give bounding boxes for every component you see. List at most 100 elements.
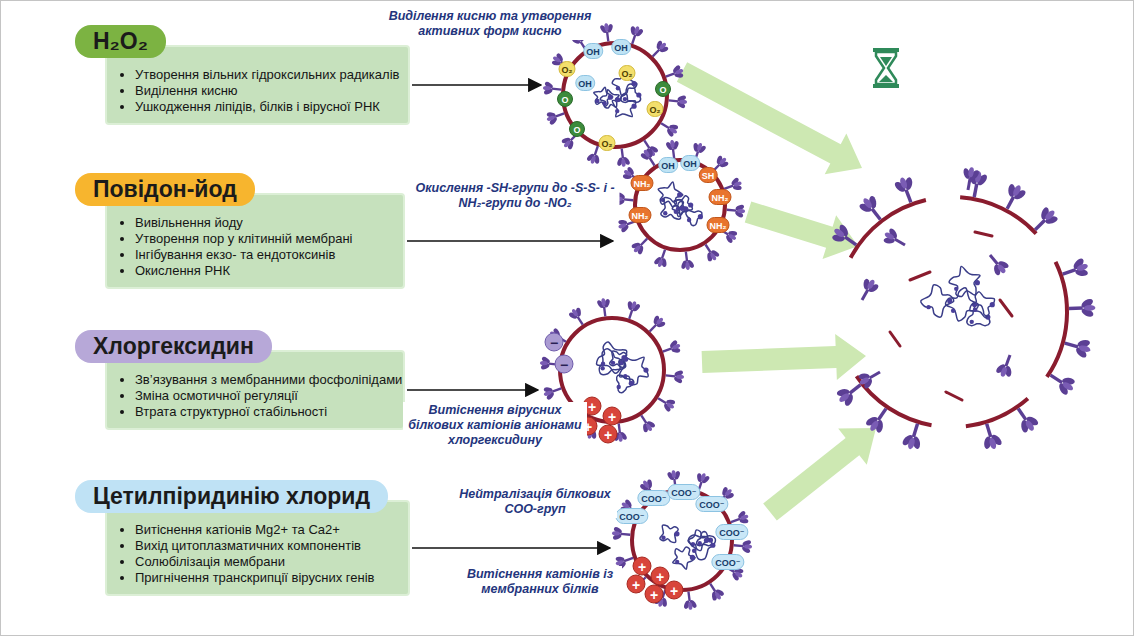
virus-envelope [632, 490, 732, 590]
spike-stem [878, 409, 886, 420]
rna-bead [698, 541, 702, 545]
spike-petal [696, 142, 702, 151]
spike-stem [710, 584, 715, 592]
spike-petal [642, 480, 650, 489]
spike-stem [845, 237, 856, 245]
rna-bead [973, 307, 977, 311]
virus-particle: COO⁻COO⁻COO⁻COO⁻COO⁻COO⁻+++++ [612, 470, 752, 610]
chemical-group: COO⁻ [715, 524, 748, 540]
spike-petal [1044, 209, 1056, 221]
agent-box: ХлоргексидинЗв’язування з мембранними фо… [105, 350, 405, 430]
chemical-group: OH [583, 43, 603, 59]
spike-petal [633, 245, 642, 254]
rna-bead [990, 302, 995, 307]
spike-stem [1007, 197, 1014, 209]
mechanism-item: Витіснення катіонів Mg2+ та Ca2+ [135, 522, 398, 538]
spike-stem [632, 35, 635, 44]
virus-core [563, 43, 667, 147]
connector-arrow [407, 240, 613, 242]
flow-arrow [756, 410, 891, 530]
spike-stem [990, 255, 998, 264]
spike-protein [665, 368, 685, 385]
spike-petal [869, 419, 880, 432]
spike-stem [595, 146, 598, 155]
spike-petal [996, 263, 1006, 274]
spike-petal [709, 252, 717, 261]
rna-strand [689, 535, 716, 560]
spike-protein [638, 136, 660, 159]
spike-stem [1065, 343, 1078, 347]
edge-label: Окислення -SH-групи до -S-S- і -NH₂-груп… [411, 180, 620, 212]
rna-bead [975, 280, 980, 285]
hourglass-icon [873, 48, 899, 88]
spike-petal [590, 155, 596, 164]
spike-petal [907, 437, 916, 450]
spike-stem [653, 49, 660, 56]
spike-stem [666, 73, 675, 76]
chemical-group: + [599, 425, 618, 444]
spike-petal [618, 223, 627, 230]
chemical-group: − [545, 333, 564, 352]
spike-stem [913, 424, 917, 437]
spike-petal [728, 233, 737, 241]
spike-protein [629, 233, 652, 256]
spike-protein [855, 364, 884, 391]
spike-protein [614, 148, 631, 168]
spike-stem [895, 239, 905, 245]
chemical-group: O₂ [559, 61, 576, 77]
spike-stem [555, 113, 564, 116]
agent-title: Цетилпіридинію хлорид [75, 480, 388, 513]
spike-petal [669, 127, 678, 135]
spike-protein [663, 63, 685, 83]
spike-petal [563, 140, 572, 149]
spike-stem [641, 415, 646, 423]
virus-envelope [563, 43, 667, 147]
rna-bead [679, 206, 684, 211]
membrane-debris [1000, 300, 1012, 316]
spike-petal [719, 157, 728, 166]
rna-bead [951, 308, 955, 312]
spike-petal [643, 149, 651, 158]
connector-arrow [412, 547, 610, 549]
spike-petal [666, 402, 675, 410]
spike-petal [679, 99, 687, 104]
rna-bead [623, 357, 628, 362]
spike-petal [612, 531, 620, 536]
spike-stem [870, 372, 880, 378]
rna-bead [698, 214, 703, 219]
chemical-group: O₂ [647, 101, 664, 117]
spike-petal [833, 227, 846, 238]
rna-strand [946, 288, 979, 321]
chemical-group: O₂ [599, 135, 616, 151]
spike-petal [968, 167, 975, 178]
spike-stem [662, 250, 665, 259]
mechanism-item: Утворення вільних гідроксильних радикалі… [135, 67, 398, 83]
mechanism-list: Утворення вільних гідроксильних радикалі… [119, 67, 398, 115]
spike-stem [629, 310, 632, 319]
agent-title: Повідон-йод [75, 173, 255, 206]
chemical-group: O [655, 81, 671, 97]
spike-petal [672, 343, 681, 350]
spike-petal [657, 259, 663, 268]
spike-stem [649, 157, 654, 165]
spike-stem [734, 544, 744, 547]
chemical-group: O [569, 121, 585, 137]
rna-bead [601, 362, 605, 366]
edge-label: Нейтралізація білкових COO-груп [453, 486, 617, 518]
mechanism-item: Вивільнення йоду [135, 215, 393, 231]
rna-strand [921, 285, 954, 317]
rna-bead [674, 210, 678, 214]
spike-petal [645, 423, 653, 432]
rna-strand [658, 182, 683, 207]
edge-label: Витіснення вірусних білкових катіонів ан… [403, 402, 587, 449]
edge-label: Виділення кисню та утворення активних фо… [381, 8, 600, 40]
rna-bead [631, 104, 636, 109]
connector-arrow [412, 84, 541, 86]
spike-petal [1012, 184, 1023, 197]
spike-petal [1084, 305, 1096, 311]
spike-stem [624, 198, 634, 201]
rna-bead [623, 97, 627, 101]
hourglass-sand [880, 57, 892, 66]
envelope-fragment [1047, 262, 1067, 377]
